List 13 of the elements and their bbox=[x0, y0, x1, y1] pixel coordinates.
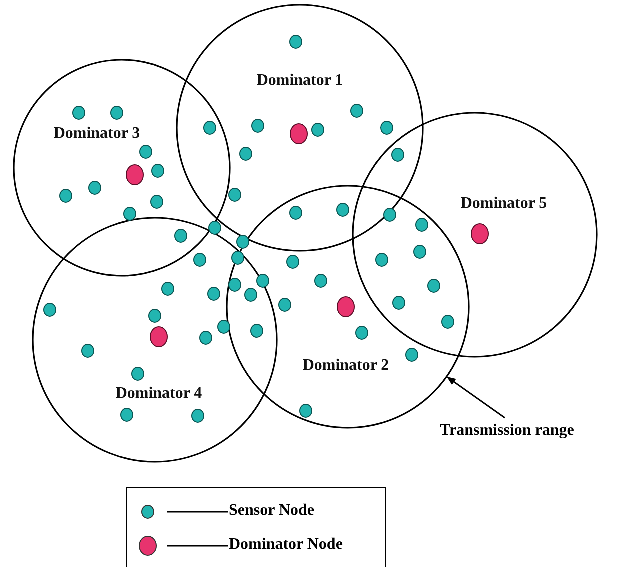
range-circle bbox=[32, 217, 278, 463]
dominator-label: Dominator 2 bbox=[302, 357, 390, 375]
legend-text: Dominator Node bbox=[229, 536, 343, 554]
callout-text: Transmission range bbox=[440, 422, 574, 440]
range-circle bbox=[352, 112, 598, 358]
dominator-label: Dominator 4 bbox=[116, 385, 202, 403]
range-circle bbox=[13, 59, 231, 277]
leader-arrow bbox=[446, 376, 506, 419]
legend-text: Sensor Node bbox=[229, 502, 314, 520]
dominator-label: Dominator 3 bbox=[54, 125, 140, 143]
dominator-label: Dominator 5 bbox=[460, 195, 548, 213]
range-circle bbox=[176, 4, 424, 252]
dominator-label: Dominator 1 bbox=[256, 72, 344, 90]
